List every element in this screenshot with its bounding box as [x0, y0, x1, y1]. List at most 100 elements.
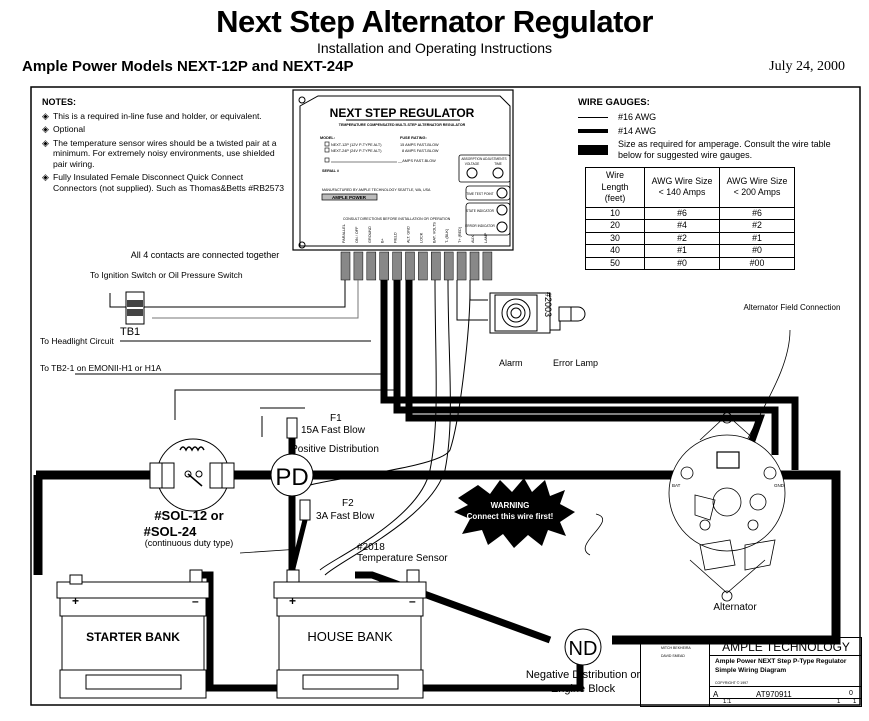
svg-text:Alternator: Alternator: [713, 602, 757, 613]
svg-text:#2018: #2018: [357, 542, 385, 553]
terminal-label: ON / OFF: [355, 226, 359, 243]
house-battery: [273, 569, 427, 699]
svg-text:+: +: [289, 594, 296, 608]
svg-text:#SOL-12 or: #SOL-12 or: [154, 508, 223, 523]
terminal-connector: [469, 251, 480, 281]
svg-text:(continuous duty type): (continuous duty type): [145, 538, 234, 548]
gauge-legend-item: #16 AWG: [578, 112, 838, 123]
title-block: AMPLE TECHNOLOGY Ample Power NEXT Step P…: [640, 637, 862, 707]
svg-text:Alarm: Alarm: [499, 358, 523, 368]
svg-text:Temperature Sensor: Temperature Sensor: [357, 553, 448, 564]
diamond-1-icon: ◈: [42, 110, 49, 121]
table-row: 10#6#6: [585, 206, 795, 220]
terminal-connector: [443, 251, 454, 281]
table-cell: #6: [719, 206, 795, 220]
svg-text:To Ignition Switch or Oil Pres: To Ignition Switch or Oil Pressure Switc…: [90, 270, 243, 280]
svg-text:GND: GND: [774, 483, 785, 488]
svg-text:CONSULT DIRECTIONS BEFORE INST: CONSULT DIRECTIONS BEFORE INSTALLATION O…: [343, 217, 451, 221]
svg-text:NEXT-12P (12V P-TYPE ALT): NEXT-12P (12V P-TYPE ALT): [331, 143, 382, 147]
table-row: 20#4#2: [585, 219, 795, 233]
terminal-connector: [405, 251, 415, 281]
regulator-name: NEXT STEP REGULATOR: [330, 106, 475, 120]
terminal-label: ALT. GND: [407, 226, 411, 243]
terminal-connector: [340, 251, 351, 281]
terminal-connector: [392, 251, 402, 281]
svg-text:Connect this wire first!: Connect this wire first!: [467, 512, 554, 521]
svg-text:MANUFACTURED BY AMPLE TECHNOLO: MANUFACTURED BY AMPLE TECHNOLOGY SEATTLE…: [322, 188, 431, 192]
note-item: ◈This is a required in-line fuse and hol…: [42, 110, 262, 121]
svg-text:15A Fast Blow: 15A Fast Blow: [301, 425, 366, 436]
alarm-unit: #2003: [489, 292, 586, 334]
fuse-f1: [286, 417, 298, 439]
thin-line-swatch-icon: [578, 116, 608, 118]
svg-text:F1: F1: [330, 413, 342, 424]
negative-distribution-node: [564, 628, 602, 666]
table-row: 40#1#0: [585, 244, 795, 258]
table-cell: #0: [644, 256, 720, 270]
terminal-label: LOCK: [419, 232, 423, 243]
terminal-connector: [431, 251, 441, 281]
svg-text:Positive Distribution: Positive Distribution: [291, 444, 379, 455]
gauge-legend-item: Size as required for amperage. Consult t…: [578, 139, 838, 160]
terminal-connector: [353, 251, 364, 281]
notes-heading: NOTES:: [42, 97, 77, 107]
svg-text:–: –: [192, 594, 199, 608]
diamond-4-icon: ◈: [42, 172, 49, 182]
fuse-f2: [299, 499, 311, 521]
table-header: Wire Length (feet): [585, 167, 645, 208]
svg-text:Engine Block: Engine Block: [551, 683, 616, 695]
table-cell: #1: [644, 244, 720, 258]
terminal-connector: [482, 251, 493, 281]
terminal-connector: [418, 251, 428, 281]
terminal-label: BAT. VOLTS: [432, 222, 436, 243]
terminal-label: B+: [381, 237, 385, 243]
table-cell: 50: [585, 256, 645, 270]
models-heading: Ample Power Models NEXT-12P and NEXT-24P: [22, 58, 354, 75]
svg-text:TIME TEST POINT: TIME TEST POINT: [466, 192, 493, 196]
table-cell: 30: [585, 231, 645, 245]
regulator-unit: NEXT STEP REGULATOR TEMPERATURE COMPENSA…: [292, 89, 514, 281]
terminal-connector: [366, 251, 377, 281]
svg-text:Error Lamp: Error Lamp: [553, 358, 598, 368]
svg-text:WARNING: WARNING: [491, 501, 530, 510]
svg-text:BAT: BAT: [672, 483, 681, 488]
terminal-label: AUX: [471, 235, 475, 243]
table-cell: 20: [585, 219, 645, 233]
svg-text:ABSORPTION ADJUSTMENTS: ABSORPTION ADJUSTMENTS: [461, 157, 506, 161]
svg-text:ND: ND: [569, 638, 598, 660]
gauge-legend-item: #14 AWG: [578, 126, 838, 137]
svg-text:To Headlight Circuit: To Headlight Circuit: [40, 336, 114, 346]
page-subtitle: Installation and Operating Instructions: [316, 40, 553, 56]
house-bank-label: HOUSE BANK: [307, 629, 393, 644]
svg-text:STATE INDICATOR: STATE INDICATOR: [466, 209, 495, 213]
table-header: AWG Wire Size < 140 Amps: [644, 167, 720, 208]
tb1-terminal-block: [125, 291, 145, 325]
terminal-label: FIELD: [394, 232, 398, 243]
terminal-label: GROUND: [368, 226, 372, 243]
svg-text:FUSE RATING:: FUSE RATING:: [400, 136, 427, 140]
svg-text:All 4 contacts are connected t: All 4 contacts are connected together: [131, 250, 280, 260]
heavy-wires: [33, 280, 841, 692]
terminal-connectors: [340, 251, 493, 281]
svg-text:To TB2-1 on EMONII-H1 or H1A: To TB2-1 on EMONII-H1 or H1A: [40, 363, 162, 373]
terminal-connector: [379, 251, 389, 281]
svg-text:–: –: [409, 594, 416, 608]
diamond-3-icon: ◈: [42, 137, 49, 148]
svg-text:TEMPERATURE COMPENSATED MULTI-: TEMPERATURE COMPENSATED MULTI-STEP ALTER…: [339, 123, 466, 127]
table-cell: #1: [719, 231, 795, 245]
pd-label: PD: [275, 464, 308, 491]
svg-text:#SOL-24: #SOL-24: [144, 524, 198, 539]
terminal-connector: [456, 251, 467, 281]
table-cell: #2: [719, 219, 795, 233]
svg-text:VOLTAGE: VOLTAGE: [465, 162, 480, 166]
document-date: July 24, 2000: [769, 59, 845, 74]
terminal-label: T- (BLK): [445, 228, 449, 243]
table-row: 50#0#00: [585, 256, 795, 270]
svg-text:SERIAL #: SERIAL #: [322, 169, 340, 173]
svg-text:__AMPS FAST-BLOW: __AMPS FAST-BLOW: [397, 159, 436, 163]
terminal-label: LAMP: [484, 232, 488, 243]
table-row: 30#2#1: [585, 231, 795, 245]
table-cell: #2: [644, 231, 720, 245]
